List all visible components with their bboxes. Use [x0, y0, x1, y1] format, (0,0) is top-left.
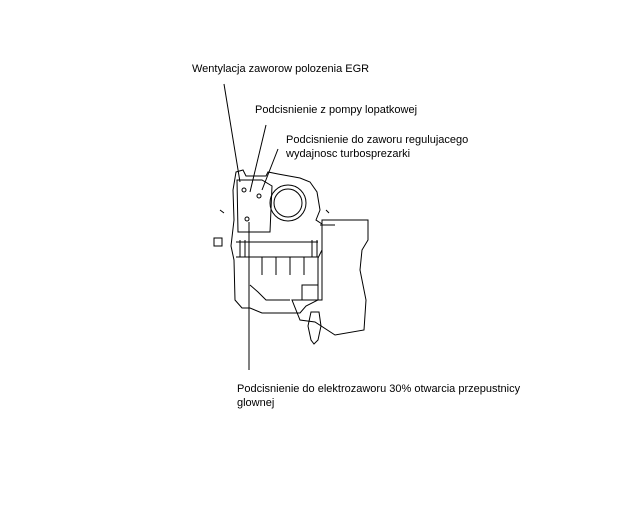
label-solenoid-line2: glownej: [237, 397, 275, 409]
label-solenoid-line1: Podcisnienie do elektrozaworu 30% otwarc…: [237, 383, 521, 395]
throttle-body: [213, 169, 330, 345]
label-egr-vent: Wentylacja zaworow polozenia EGR: [192, 63, 370, 75]
leader-lines: [223, 83, 279, 370]
label-turbo-valve-line2: wydajnosc turbosprezarki: [286, 148, 411, 160]
label-vane-pump: Podcisnienie z pompy lopatkowej: [255, 104, 418, 116]
label-turbo-valve: Podcisnienie do zaworu regulujacego wyda…: [286, 133, 468, 161]
label-turbo-valve-line1: Podcisnienie do zaworu regulujacego: [286, 134, 469, 146]
label-solenoid: Podcisnienie do elektrozaworu 30% otwarc…: [237, 382, 520, 410]
intake-housing: [291, 219, 369, 336]
